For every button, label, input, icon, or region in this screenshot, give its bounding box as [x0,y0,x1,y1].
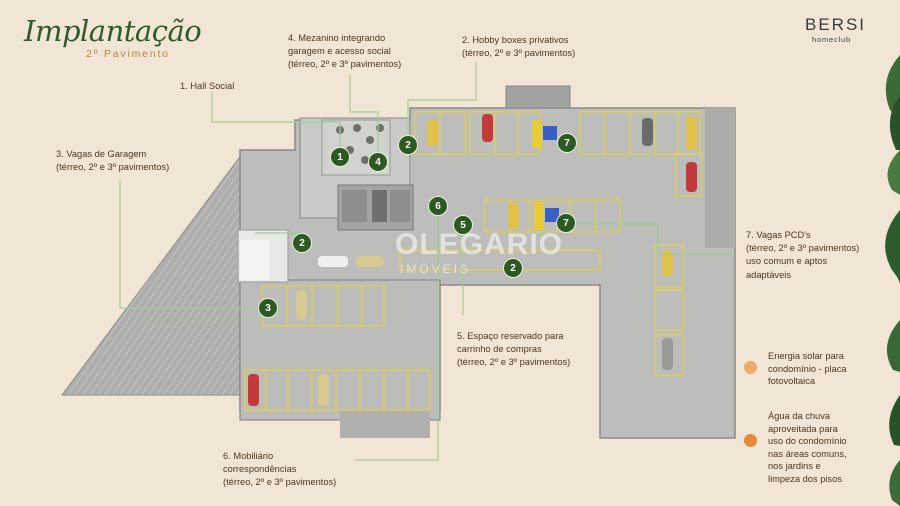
marker-5: 5 [453,215,473,235]
marker-3: 3 [258,298,278,318]
solar-energy-icon [744,361,757,374]
brand-tagline: homeclub [812,35,851,44]
marker-7: 7 [556,213,576,233]
legend-solar: Energia solar para condomínio - placa fo… [768,351,847,387]
watermark: OLEGARIO [395,228,564,261]
marker-6: 6 [428,196,448,216]
marker-7: 7 [557,133,577,153]
rainwater-icon [744,434,757,447]
watermark-sub: IMÓVEIS [400,262,472,276]
marker-2: 2 [503,258,523,278]
marker-1: 1 [330,147,350,167]
callout-hobby-boxes: 2. Hobby boxes privativos (térreo, 2º e … [462,35,576,59]
callout-vagas-pcd: 7. Vagas PCD's (térreo, 2º e 3º paviment… [746,230,860,280]
marker-2: 2 [292,233,312,253]
marker-2: 2 [398,135,418,155]
callout-mezanino: 4. Mezanino integrando garagem e acesso … [288,33,402,70]
legend-rainwater: Água da chuva aproveitada para uso do co… [768,411,847,484]
brand-logo: BERSI [805,15,867,34]
callout-hall-social: 1. Hall Social [180,81,235,91]
leaf-decoration [885,55,900,506]
page-title: Implantação [24,14,202,48]
page-subtitle: 2º Pavimento [86,48,170,60]
marker-4: 4 [368,152,388,172]
callout-mobiliario: 6. Mobiliário correspondências (térreo, … [223,451,337,488]
callout-carrinho: 5. Espaço reservado para carrinho de com… [457,331,571,368]
callout-vagas-garagem: 3. Vagas de Garagem (térreo, 2º e 3º pav… [56,149,170,173]
